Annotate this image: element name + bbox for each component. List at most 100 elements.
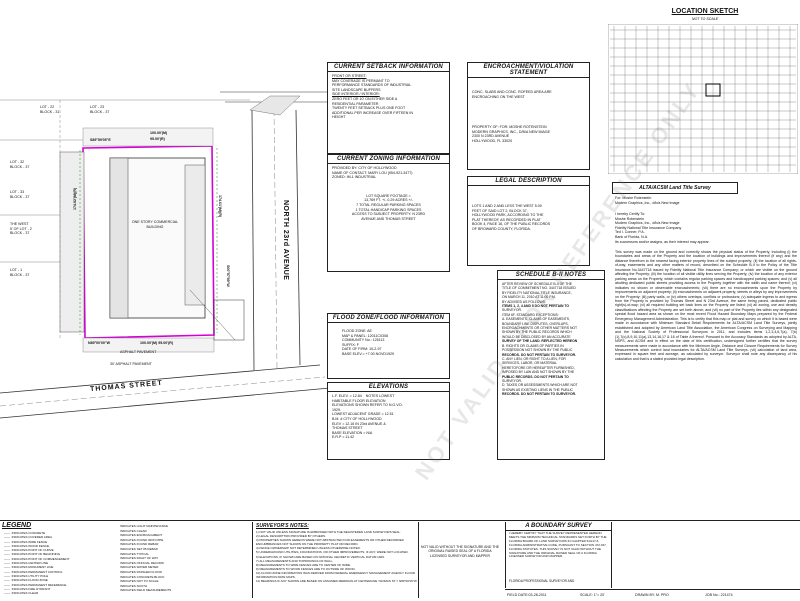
schedule-line: D. TAXES OR ASSESSMENTS WHICH ARE NOT (502, 383, 578, 388)
top-bearing: S89°59'05"E (90, 138, 111, 142)
surveyor-note: INFORMATION RATE MAPS. (256, 575, 296, 580)
schedule-line: ITEM 6F. STANDARD EXCEPTIONS: (502, 312, 559, 317)
alta-title: ALTA/ACSM Land Title Survey (639, 185, 711, 191)
left-dim: 174.92'(M)(R) (73, 187, 77, 210)
asphalt-pavement-label: ASPHALT PAVEMENT (120, 350, 157, 354)
legend-item: —— INDICATES POINT OF CURVE (4, 548, 54, 553)
surveyor-note: 2) LEGAL DESCRIPTION PROVIDED BY OTHERS. (256, 534, 326, 539)
right-bearing: S00°57'59"W (226, 265, 230, 287)
boundary-box: A BOUNDARY SURVEY I HEREBY CERTIFY THAT … (505, 522, 612, 588)
legend-item: —— INDICATES POINT OF COMMENCEMENT (4, 556, 70, 561)
encroachment-box: ENCROACHMENT/VIOLATION STATEMENT CONC. S… (467, 62, 590, 170)
legend-item: INDICATES FIELD MEASUREMENTS (120, 588, 172, 593)
legend-item: INDICATES FINISHED FLOOR (120, 569, 162, 574)
certify-line: Modern Graphics, Inc., d/b/a New Image (615, 221, 680, 226)
surveyor-note: 3) PROPERTIES SHOWN HEREON WERE NOT ABST… (256, 538, 404, 543)
certify-line: Fidelity National Title Insurance Compan… (615, 225, 682, 230)
legend-item: —— INDICATES COVERED AREA (4, 535, 52, 540)
schedule-line: WOULD BE DISCLOSED BY AN ACCURATE (502, 334, 571, 339)
legend-item: —— INDICATES FIRE HYDRANT (4, 586, 51, 591)
certify-line: Its successors and/or assigns, as their … (615, 239, 710, 244)
flood-box: FLOOD ZONE/FLOOD INFORMATION FLOOD ZONE:… (327, 313, 450, 379)
schedule-box: SCHEDULE B-II NOTES AFTER REVIEW OF SCHE… (497, 270, 605, 460)
asphalt-30-label: 30' ASPHALT PAVEMENT (110, 362, 152, 366)
legend-item: INDICATES ENCROACHMENT (120, 533, 163, 538)
encroachment-title: ENCROACHMENT/VIOLATION STATEMENT (468, 63, 589, 78)
surveyor-notes-box: SURVEYOR'S NOTES: 1) NOT VALID UNLESS SI… (253, 522, 419, 598)
schedule-line: SHOWN BY THE PUBLIC RECORDS WHICH (502, 330, 572, 335)
site-plan-drawing (0, 91, 330, 419)
schedule-line: SERVICES, LABOR, OR MATERIAL (502, 361, 558, 366)
setback-lines: FRONT OR STREET: MAY COVERAGE IS PERMANT… (332, 74, 413, 120)
legend-item: INDICATES NOT TO SCALE (120, 579, 159, 584)
legend-item: INDICATES CLEAR (120, 528, 147, 533)
surveyor-note: 9) MEASUREMENTS TO WOOD FENCES ARE TO OU… (256, 566, 356, 571)
boundary-text: I HEREBY CERTIFY THAT THE SURVEY REPRESE… (509, 531, 607, 559)
schedule-line: BY FIDELITY NATIONAL TITLE INSURANCE, (502, 290, 572, 295)
top-dim-measured: 100.00'(M) (150, 131, 168, 135)
legend-item: INDICATES FOUND REBAR (120, 542, 159, 547)
scale-value: SCALE: 1"= 20' (580, 593, 605, 597)
setback-title: CURRENT SETBACK INFORMATION (328, 63, 449, 72)
elevations-box: ELEVATIONS L.F. ELEV. = 12.84 NOTES LOWE… (327, 382, 450, 460)
top-dim-record: 95.00'(R) (150, 137, 165, 141)
boundary-title: A BOUNDARY SURVEY (506, 522, 611, 531)
not-valid-notice: NOT VALID WITHOUT THE SIGNATURE AND THE … (421, 545, 499, 558)
legend-item: —— INDICATES POINT OF BEGINNING (4, 552, 61, 557)
schedule-line: RECORDS. DO NOT PERTAIN TO SURVEYOR. (502, 392, 577, 397)
legend-item: —— INDICATES FLOOD ZONE (4, 578, 48, 583)
legend-item: —— INDICATES PERMANENT CONTROL (4, 569, 63, 574)
legend-title: LEGEND (2, 522, 32, 529)
bottom-dims: 100.00'(M) 95.00'(R) (140, 341, 174, 345)
legend-item: —— INDICATES PERMANENT REFERENCE (4, 582, 67, 587)
drawn-by: DRAWN BY: M. PRO (635, 593, 669, 597)
surveyor-note: 10) FLOOD ZONE INFORMATION WAS DERIVED F… (256, 570, 416, 575)
schedule-line: PUBLIC RECORDS. DO NOT PERTAIN TO (502, 374, 569, 379)
location-sketch-title: LOCATION SKETCH (671, 8, 739, 15)
field-date: FIELD DATE:03-28-2011 (507, 593, 547, 597)
flood-title: FLOOD ZONE/FLOOD INFORMATION (328, 314, 449, 323)
schedule-line: A. EASEMENTS, CLAIMS OF EASEMENTS, (502, 317, 571, 322)
surveyor-note: 11) BEARINGS IF ANY SHOWN ARE BASED ON A… (256, 579, 417, 584)
alta-title-box: ALTA/ACSM Land Title Survey (612, 182, 738, 194)
certify-line: I hereby Certify To: (615, 212, 646, 216)
surveyor-note: ENCUMBRANCES NOT SHOWN ON THE PROPERTY P… (256, 542, 359, 547)
schedule-line: ON MARCH 11, 2010 AT 11:00 P.M. (502, 295, 556, 300)
schedule-line: BOUNDARY LINE DISPUTES, OVERLAPS, (502, 321, 569, 326)
legend-item: INDICATES FOUND IRON PIPE (120, 537, 164, 542)
elevations-title: ELEVATIONS (328, 383, 449, 392)
job-number: JOB No.: 221474 (705, 593, 733, 597)
schedule-line: SURVEYOR. (502, 378, 522, 383)
legend-box: LEGEND —— INDICATES CONCRETE—— INDICATES… (2, 522, 253, 598)
setback-box: CURRENT SETBACK INFORMATION FRONT OR STR… (327, 62, 450, 154)
schedule-line: HERETOFORE OR HEREAFTER FURNISHED, (502, 365, 575, 370)
schedule-line: SURVEY OF THE LAND. REFLECTED HEREON (502, 339, 578, 344)
legend-item: —— INDICATES CLEAR (4, 591, 39, 596)
schedule-line: ITEMS 1, 2, 4 AND 5 DO NOT PERTAIN TO (502, 304, 570, 309)
legend-item: —— INDICATES UTILITY POLE (4, 573, 49, 578)
surveyor-notes-title: SURVEYOR'S NOTES: (256, 523, 309, 529)
legal-box: LEGAL DESCRIPTION LOTS 1 AND 2 AND LESS … (467, 176, 590, 266)
zoning-box: CURRENT ZONING INFORMATION PROVIDED BY: … (327, 154, 450, 272)
boundary-footer-label: FLORIDA PROFESSIONAL SURVEYOR AND (509, 579, 575, 583)
surveyor-note: 6) ELEVATIONS, IF SHOWN ARE BASED ON NAT… (256, 554, 385, 559)
surveyor-note: 7) ALL MEASUREMENTS AND TOPROKINGS OF WA… (256, 558, 334, 563)
building-label: ONE STORY COMMERCIAL BUILDING (131, 220, 179, 229)
alta-body: This survey was made on the ground and c… (615, 250, 797, 361)
legend-item: INDICATES SET #5 REBAR (120, 546, 158, 551)
bottom-bearing: N89°00'00"W (88, 341, 110, 345)
legend-item: INDICATES WATER METER (120, 565, 159, 570)
schedule-line: SURVEYOR. (502, 308, 522, 313)
schedule-line: BY ADVISED AS FOLLOWS: (502, 299, 546, 304)
legend-item: —— INDICATES WOOD FENCE (4, 543, 49, 548)
legend-item: INDICATES RIGHT OF WAY (120, 556, 159, 561)
legend-item: INDICATES OFFICIAL RECORD (120, 560, 164, 565)
